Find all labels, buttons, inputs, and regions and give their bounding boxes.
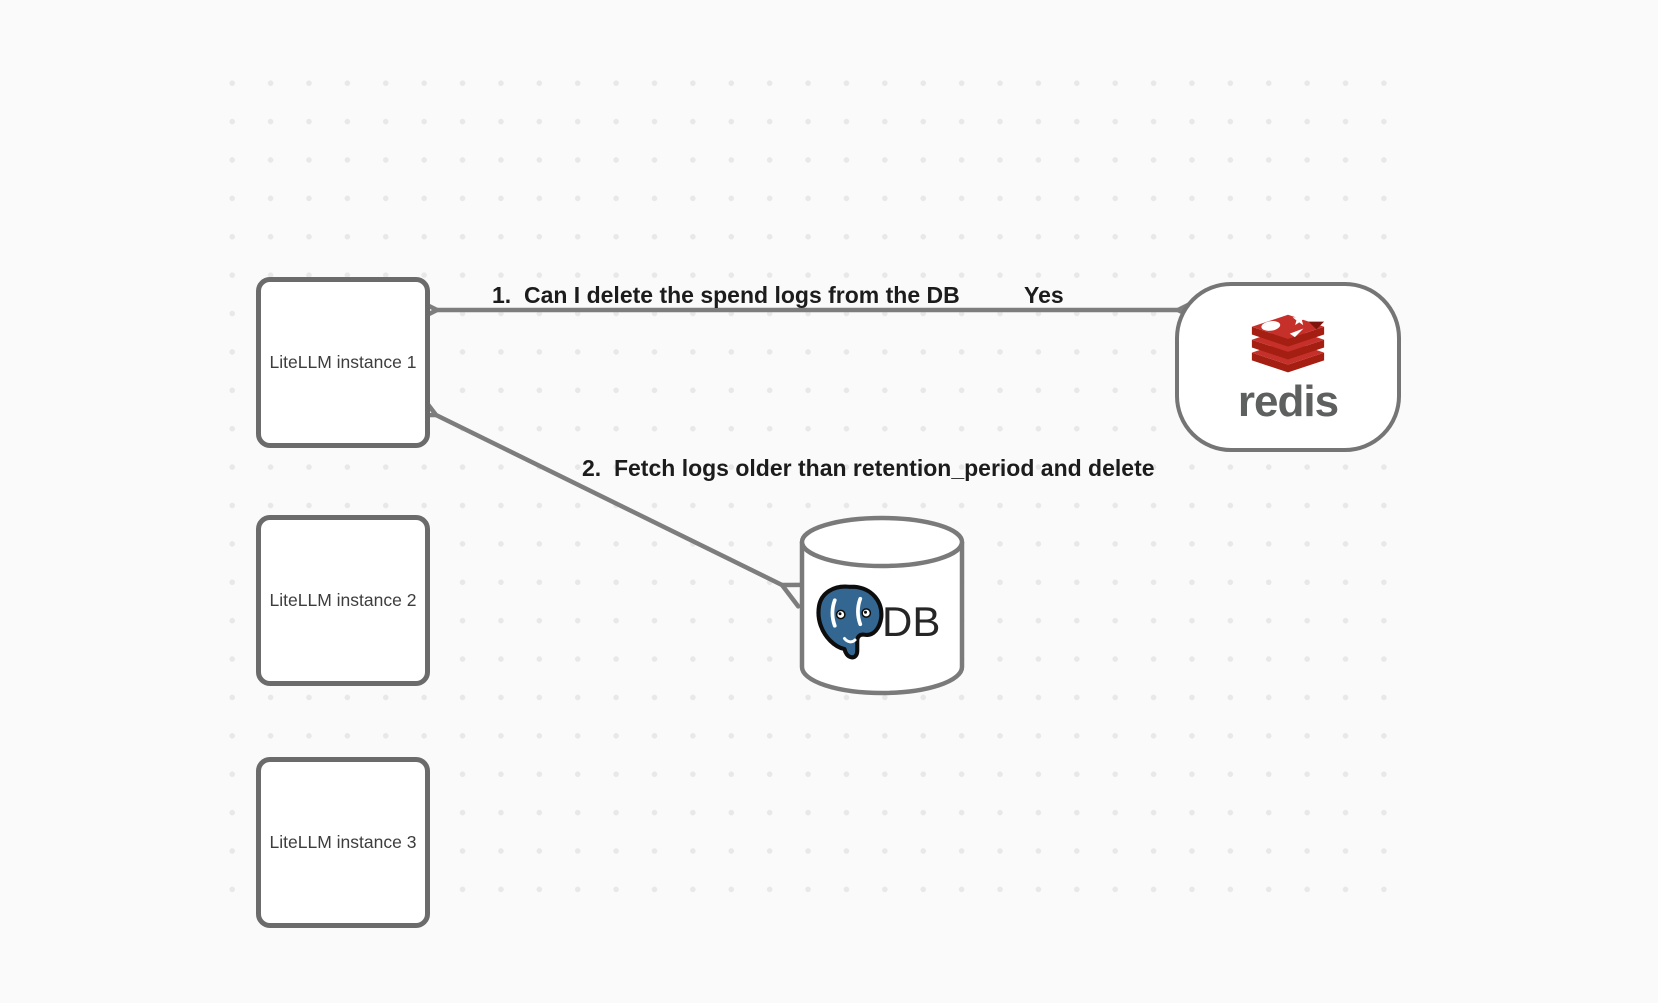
node-label: LiteLLM instance 3 bbox=[269, 832, 417, 852]
node-label: LiteLLM instance 1 bbox=[269, 352, 417, 372]
database-content: DB bbox=[810, 583, 960, 661]
node-litellm-instance-2[interactable]: LiteLLM instance 2 bbox=[256, 515, 430, 686]
edge-instance1-db[interactable] bbox=[436, 415, 782, 585]
node-label: LiteLLM instance 2 bbox=[269, 590, 417, 610]
edge2-label[interactable]: 2. Fetch logs older than retention_perio… bbox=[582, 455, 1155, 481]
postgresql-elephant-icon bbox=[816, 584, 884, 660]
node-litellm-instance-3[interactable]: LiteLLM instance 3 bbox=[256, 757, 430, 928]
node-redis[interactable]: redis bbox=[1175, 282, 1401, 452]
db-label: DB bbox=[882, 598, 941, 645]
redis-stack-icon bbox=[1251, 312, 1325, 372]
node-litellm-instance-1[interactable]: LiteLLM instance 1 bbox=[256, 277, 430, 448]
edge1-label[interactable]: 1. Can I delete the spend logs from the … bbox=[492, 282, 960, 308]
edge1-response-label[interactable]: Yes bbox=[1024, 282, 1064, 308]
redis-wordmark: redis bbox=[1237, 376, 1339, 426]
